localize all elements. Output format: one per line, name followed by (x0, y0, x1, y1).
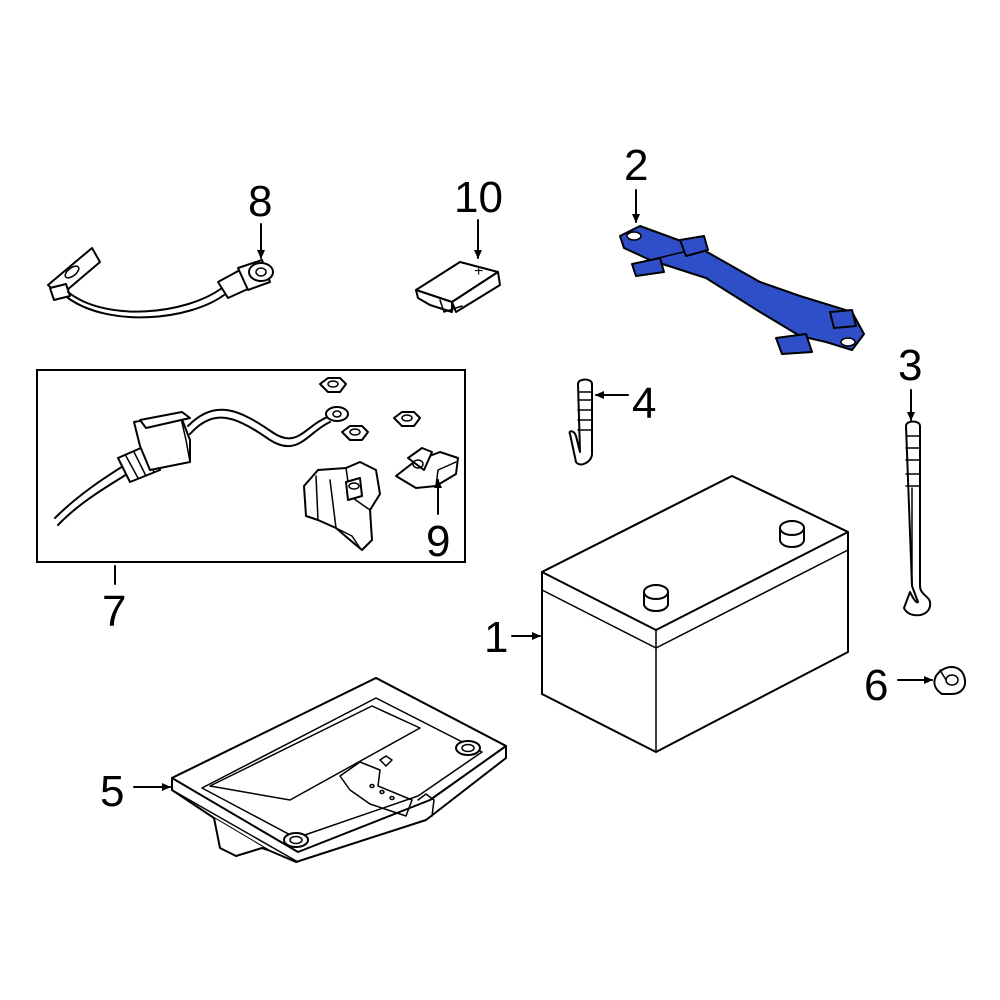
callout-4: 4 (632, 379, 656, 428)
hold-down-rod-short-part[interactable] (568, 378, 593, 466)
callout-labels: 1 2 3 4 5 6 7 8 9 10 (100, 141, 922, 816)
clip-part[interactable] (933, 666, 966, 695)
callout-5: 5 (100, 767, 124, 816)
hold-down-rod-long-part[interactable] (903, 420, 932, 617)
leader-arrows (114, 189, 933, 791)
callout-10: 10 (454, 173, 503, 222)
callout-2: 2 (624, 141, 648, 190)
ground-cable-part[interactable] (47, 247, 274, 319)
positive-sign: + (474, 263, 483, 280)
callout-7: 7 (102, 587, 126, 636)
hold-down-bracket-part[interactable] (619, 225, 865, 355)
terminal-cover-part[interactable]: + (415, 261, 501, 313)
callout-9: 9 (426, 517, 450, 566)
callout-8: 8 (248, 177, 272, 226)
battery-tray-part[interactable] (171, 677, 507, 863)
cable-kit-box[interactable] (36, 369, 466, 563)
callout-3: 3 (898, 341, 922, 390)
callout-1: 1 (484, 613, 508, 662)
battery-part[interactable] (541, 475, 849, 753)
callout-6: 6 (864, 661, 888, 710)
